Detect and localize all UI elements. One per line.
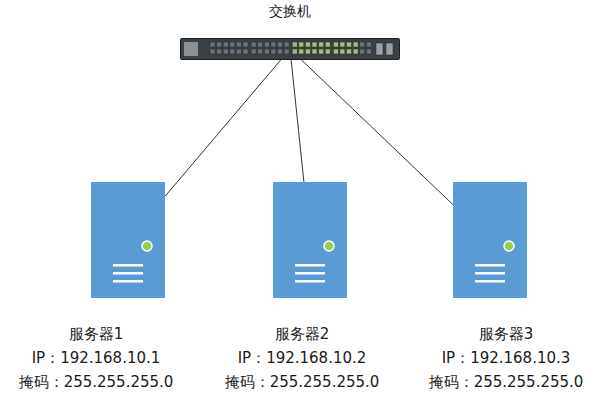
server-node: 服务器3IP：192.168.10.3掩码：255.255.255.0 [425,182,588,394]
vent-line [295,264,325,267]
vent-line [113,280,143,283]
status-led [504,241,514,251]
server-case [273,182,347,298]
network-setting: 掩码：255.255.255.0 [15,370,178,394]
network-cable [291,60,304,182]
vent-line [475,264,505,267]
server-icon [453,182,527,298]
vent-line [113,264,143,267]
network-setting: 掩码：255.255.255.0 [221,370,384,394]
switch-chassis [181,39,400,60]
network-cable [165,60,281,196]
vent-line [295,280,325,283]
network-setting: IP：192.168.10.3 [425,346,588,370]
server-case [91,182,165,298]
network-setting: 掩码：255.255.255.0 [425,370,588,394]
server-icon [273,182,347,298]
status-led [142,241,152,251]
vent-line [475,280,505,283]
server-case [453,182,527,298]
server-name: 服务器3 [425,322,588,346]
vent-line [295,272,325,275]
vent-line [113,272,143,275]
server-name: 服务器2 [221,322,384,346]
switch-ports [210,42,393,55]
vent-line [475,272,505,275]
status-led [324,241,334,251]
server-name: 服务器1 [15,322,178,346]
server-node: 服务器1IP：192.168.10.1掩码：255.255.255.0 [15,182,178,394]
switch-panel [184,42,198,56]
switch-node: 交换机 [180,2,400,62]
server-icon [91,182,165,298]
device-label: 交换机 [180,2,400,20]
server-node: 服务器2IP：192.168.10.2掩码：255.255.255.0 [221,182,384,394]
network-setting: IP：192.168.10.2 [221,346,384,370]
network-setting: IP：192.168.10.1 [15,346,178,370]
switch-body [180,38,400,60]
